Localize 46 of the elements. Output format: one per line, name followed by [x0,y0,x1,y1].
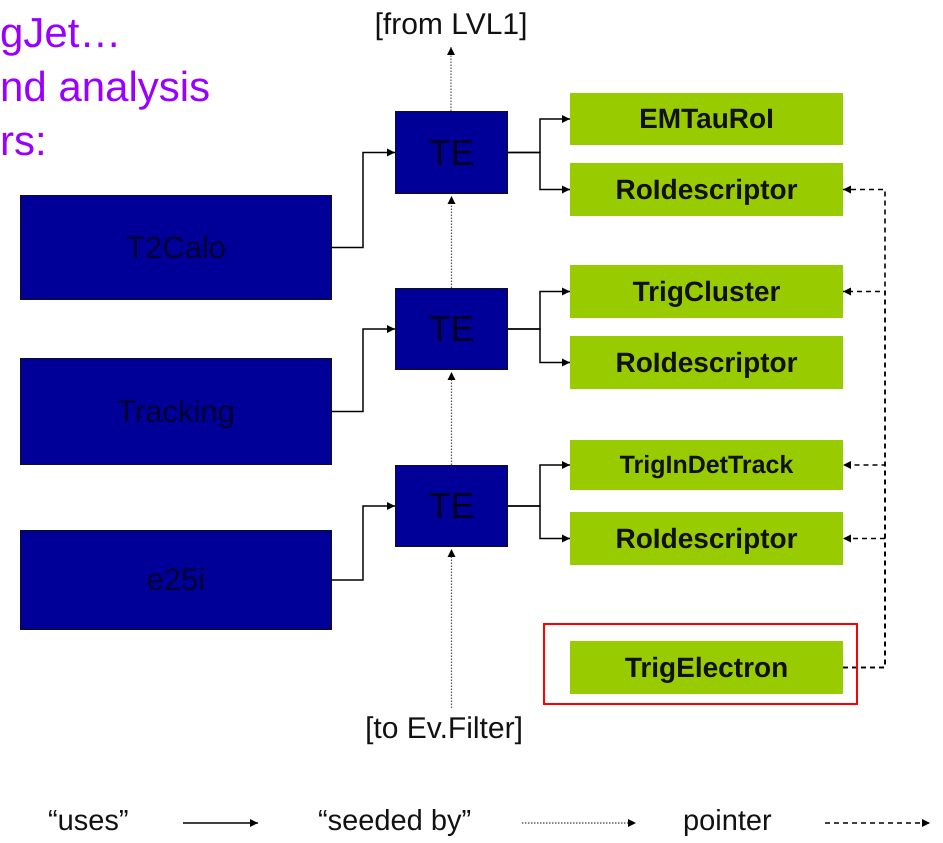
te-box [395,111,508,194]
te-box [395,288,508,370]
seeded-by-arrow [448,372,456,465]
arrow [508,328,570,366]
pointer-arrow [843,534,886,668]
te-box [395,465,508,547]
data-name-label: RoIdescriptor [615,522,798,554]
seeded-by-arrow [448,549,456,708]
arrow-label: [from LVL1] [345,5,557,45]
box-label: TE [428,485,474,527]
process-box [20,358,332,465]
data-box [570,163,843,216]
box-label: Tracking [117,394,235,430]
heading-text: nd analysis [0,66,210,108]
heading-text: gJet… [0,12,122,54]
legend-label: “seeded by” [318,805,472,838]
arrow [332,148,395,248]
data-box [570,641,843,694]
data-box [570,93,843,145]
arrow-label: [to Ev.Filter] [335,708,553,750]
process-box [20,195,332,300]
legend-label: “uses” [48,805,129,838]
arrow [332,325,395,412]
data-name-label: TrigElectron [624,652,788,684]
data-box [570,336,843,389]
data-name-label: EMTauRoI [639,103,774,135]
box-label: T2Calo [126,230,226,266]
seeded-by-arrow [448,196,456,288]
process-box [20,530,332,630]
data-box [570,512,843,565]
seeded-by-arrow [447,47,455,111]
data-box [570,440,843,490]
data-name-label: RoIdescriptor [615,174,798,206]
arrow [508,152,570,194]
arrow [508,505,570,542]
highlight-frame [543,623,858,705]
data-name-label: TrigCluster [632,276,780,308]
data-box [570,265,843,318]
legend-label: pointer [683,805,772,838]
heading-text: rs: [0,120,47,162]
data-name-label: RoIdescriptor [615,346,798,378]
data-name-label: TrigInDetTrack [620,450,794,480]
box-label: e25i [146,562,206,598]
box-label: TE [428,308,474,350]
box-label: TE [428,132,474,174]
arrow [332,502,395,581]
